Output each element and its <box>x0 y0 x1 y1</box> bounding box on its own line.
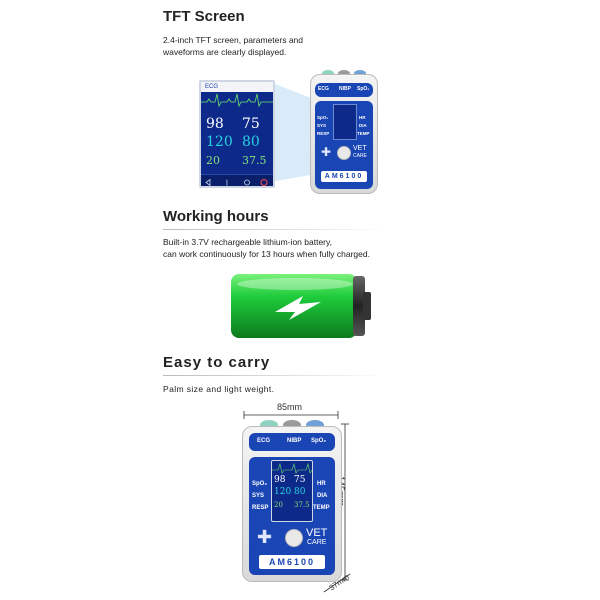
projection-beam <box>270 82 316 182</box>
port-label-nibp: NIBP <box>287 438 302 444</box>
hr-value: 75 <box>242 116 260 132</box>
dia-value: 80 <box>294 487 306 497</box>
divider <box>163 229 383 230</box>
desc-line: 2.4-inch TFT screen, parameters and <box>163 35 304 45</box>
port-label-nibp: NIBP <box>339 86 351 92</box>
device-body: ECG NIBP SpO₂ SpO₂ SYS RESP HR DIA TEMP … <box>310 74 378 194</box>
port-knob-nibp <box>283 420 301 430</box>
dia-value: 80 <box>242 134 260 150</box>
height-dimension-line <box>341 423 349 581</box>
tft-screen-zoom: ECG 98 75 120 80 20 37.5 ᛒ <box>199 80 275 188</box>
section-title-tft: TFT Screen <box>163 8 245 25</box>
port-label-spo2: SpO₂ <box>357 86 370 92</box>
port-label-ecg: ECG <box>257 438 271 444</box>
device-large: ECG NIBP SpO₂ 98 75 120 80 20 37.5 SpO₂ … <box>242 420 342 582</box>
device-front-panel: SpO₂ SYS RESP HR DIA TEMP ✚ VET CARE AM6… <box>315 101 373 189</box>
device-screen <box>333 104 357 140</box>
section-desc-carry: Palm size and light weight. <box>163 383 274 395</box>
divider <box>163 375 383 376</box>
settings-icon <box>244 179 250 186</box>
device-body: ECG NIBP SpO₂ 98 75 120 80 20 37.5 SpO₂ … <box>242 426 342 582</box>
spo2-value: 98 <box>206 116 224 132</box>
hr-value: 75 <box>294 475 306 485</box>
param-spo2: SpO₂ <box>317 115 329 120</box>
section-desc-tft: 2.4-inch TFT screen, parameters and wave… <box>163 34 303 58</box>
desc-line: waveforms are clearly displayed. <box>163 47 287 57</box>
battery-icon <box>231 274 371 338</box>
model-plate: AM6100 <box>259 555 325 569</box>
resp-value: 20 <box>206 154 220 167</box>
device-screen: 98 75 120 80 20 37.5 <box>271 460 313 522</box>
device-front-panel: 98 75 120 80 20 37.5 SpO₂ SYS RESP HR DI… <box>249 457 335 575</box>
temp-value: 37.5 <box>294 501 310 509</box>
param-temp: TEMP <box>357 131 370 136</box>
width-dimension-label: 85mm <box>277 402 303 412</box>
param-spo2: SpO₂ <box>252 481 267 487</box>
param-dia: DIA <box>359 123 367 128</box>
power-button[interactable] <box>337 146 351 160</box>
power-icon <box>260 179 268 186</box>
param-sys: SYS <box>252 493 265 499</box>
ecg-waveform <box>201 93 273 108</box>
resp-value: 20 <box>274 501 283 509</box>
param-resp: RESP <box>252 505 269 511</box>
sys-value: 120 <box>274 487 292 497</box>
param-resp: RESP <box>317 131 330 136</box>
param-temp: TEMP <box>313 505 330 511</box>
sys-value: 120 <box>206 134 233 150</box>
section-title-hours: Working hours <box>163 208 269 225</box>
param-sys: SYS <box>317 123 327 128</box>
section-title-carry: Easy to carry <box>163 354 271 371</box>
brand-vet: VET <box>306 527 328 539</box>
model-plate: AM6100 <box>321 171 367 182</box>
section-desc-hours: Built-in 3.7V rechargeable lithium-ion b… <box>163 236 370 260</box>
ecg-waveform <box>272 462 312 474</box>
port-knob-ecg <box>322 70 334 77</box>
port-label-bar: ECG NIBP SpO₂ <box>249 433 335 451</box>
spo2-value: 98 <box>274 475 286 485</box>
bluetooth-icon: ᛒ <box>225 179 229 187</box>
pet-logo-icon: ✚ <box>257 527 273 547</box>
desc-line: Palm size and light weight. <box>163 384 275 394</box>
param-dia: DIA <box>317 493 328 499</box>
param-hr: HR <box>359 115 366 120</box>
brand-care: CARE <box>307 539 327 546</box>
device-small: ECG NIBP SpO₂ SpO₂ SYS RESP HR DIA TEMP … <box>310 70 378 194</box>
power-button[interactable] <box>285 529 303 547</box>
port-knob-ecg <box>260 420 278 430</box>
param-hr: HR <box>317 481 326 487</box>
brand-vet: VET <box>353 145 367 152</box>
back-icon <box>205 178 211 186</box>
depth-dimension-line <box>323 573 351 593</box>
pet-logo-icon: ✚ <box>321 145 332 159</box>
desc-line: can work continuously for 13 hours when … <box>163 249 370 259</box>
port-knob-nibp <box>338 70 350 77</box>
screen-icon-bar: ᛒ <box>201 174 273 186</box>
port-label-ecg: ECG <box>318 86 329 92</box>
temp-value: 37.5 <box>242 154 267 167</box>
desc-line: Built-in 3.7V rechargeable lithium-ion b… <box>163 237 332 247</box>
port-knob-spo2 <box>306 420 324 430</box>
port-knob-spo2 <box>354 70 366 77</box>
port-label-spo2: SpO₂ <box>311 438 326 444</box>
screen-ecg-label: ECG <box>205 84 219 90</box>
port-label-bar: ECG NIBP SpO₂ <box>315 83 373 97</box>
width-dimension-line <box>243 411 339 419</box>
screen-top-bar: ECG <box>201 82 273 92</box>
brand-care: CARE <box>353 153 367 159</box>
